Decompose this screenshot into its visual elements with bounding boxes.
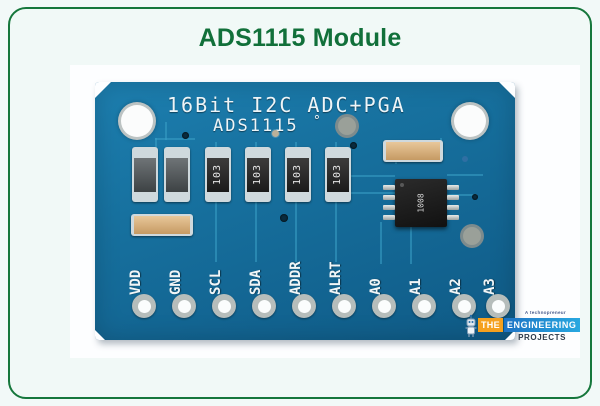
silkscreen-line-1: 16Bit I2C ADC+PGA	[167, 93, 406, 117]
resistor-code: 103	[292, 163, 304, 186]
resistor-code: 103	[252, 163, 264, 186]
pin-pad[interactable]	[252, 294, 276, 318]
via-pad	[182, 132, 189, 139]
pin-label: A0	[368, 278, 384, 295]
pcb-trace	[155, 138, 195, 140]
silkscreen-degree-mark: °	[313, 114, 323, 129]
pcb-trace	[447, 174, 483, 176]
brand-word-engineering: ENGINEERING	[503, 318, 580, 332]
pin-pad[interactable]	[292, 294, 316, 318]
module-photo: 16Bit I2C ADC+PGA ADS1115 °	[70, 65, 580, 358]
pcb-trace	[295, 142, 297, 262]
pin-label: A2	[448, 278, 464, 295]
pcb-trace	[410, 222, 412, 264]
smd-resistor: 103	[285, 147, 311, 202]
smd-resistor: 103	[205, 147, 231, 202]
pin-pad[interactable]	[212, 294, 236, 318]
robot-icon	[465, 314, 477, 337]
pcb-trace	[347, 175, 395, 177]
pcb-trace	[380, 222, 382, 264]
component-body: 103	[327, 157, 349, 192]
via-pad	[272, 130, 279, 137]
pcb-trace	[165, 122, 167, 140]
pcb-corner-top-left	[95, 82, 111, 98]
page-title: ADS1115 Module	[198, 24, 402, 52]
via-pad	[472, 194, 478, 200]
test-pad	[463, 227, 481, 245]
pin-label: ADDR	[288, 261, 304, 295]
pcb-trace	[255, 142, 257, 262]
ads1115-pcb: 16Bit I2C ADC+PGA ADS1115 °	[95, 82, 515, 340]
component-body	[166, 157, 188, 192]
smd-capacitor	[131, 214, 193, 236]
smd-resistor: 103	[325, 147, 351, 202]
pin-label: A3	[482, 278, 498, 295]
mounting-hole-right	[454, 105, 486, 137]
brand-logo: A technopreneur THE ENGINEERING PROJECTS	[462, 308, 580, 352]
pin-label: ALRT	[328, 261, 344, 295]
pin-pad[interactable]	[132, 294, 156, 318]
mounting-hole-left	[121, 105, 153, 137]
pin-pad[interactable]	[486, 294, 510, 318]
smd-component	[132, 147, 158, 202]
resistor-code: 103	[332, 163, 344, 186]
pcb-trace	[215, 142, 217, 262]
pin-label: SDA	[248, 269, 264, 295]
brand-word-projects: PROJECTS	[518, 333, 566, 342]
pin-label: SCL	[208, 269, 224, 295]
component-body: 103	[247, 157, 269, 192]
pin-pad[interactable]	[412, 294, 436, 318]
component-body: 103	[207, 157, 229, 192]
via-pad	[280, 214, 288, 222]
via-pad	[350, 142, 357, 149]
pcb-trace	[447, 194, 477, 196]
ic-marking-line-1: 1008	[416, 193, 426, 213]
component-body: 103	[287, 157, 309, 192]
pcb-trace	[335, 142, 337, 262]
pin-label: A1	[408, 278, 424, 295]
brand-wordmark: THE ENGINEERING	[478, 318, 580, 332]
resistor-code: 103	[212, 163, 224, 186]
ads1115-ic: 1008	[395, 179, 447, 227]
smd-component	[164, 147, 190, 202]
smd-resistor: 103	[245, 147, 271, 202]
pin-pad[interactable]	[332, 294, 356, 318]
ic-pin1-marker	[400, 183, 404, 187]
silkscreen-line-2: ADS1115	[213, 116, 299, 136]
pcb-trace	[345, 192, 397, 194]
pin-pad[interactable]	[172, 294, 196, 318]
pin-pad[interactable]	[372, 294, 396, 318]
brand-word-the: THE	[478, 318, 503, 332]
component-body	[386, 142, 440, 160]
pin-label: GND	[168, 269, 184, 295]
pcb-corner-bottom-left	[95, 330, 105, 340]
smd-capacitor	[383, 140, 443, 162]
brand-tagline: A technopreneur	[524, 310, 566, 315]
via-pad	[462, 156, 468, 162]
pin-label: VDD	[128, 269, 144, 295]
pin-pad[interactable]	[452, 294, 476, 318]
component-body	[134, 157, 156, 192]
pcb-corner-bottom-right	[505, 330, 515, 340]
component-body	[134, 216, 190, 234]
test-pad	[338, 117, 356, 135]
pcb-corner-top-right	[499, 82, 515, 98]
